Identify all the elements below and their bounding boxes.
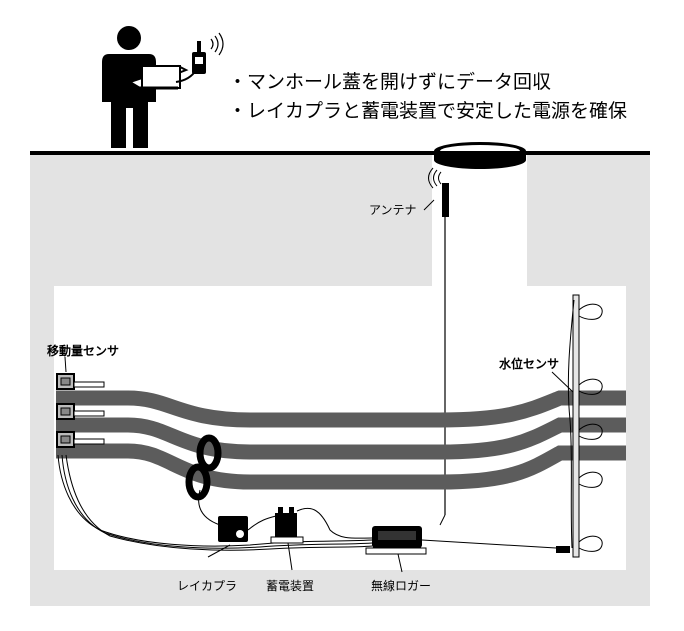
wireless-logger bbox=[365, 526, 427, 555]
manhole-cover bbox=[434, 142, 526, 169]
wiring bbox=[57, 454, 557, 551]
displacement-sensor bbox=[56, 403, 105, 420]
antenna-signal-icon bbox=[428, 167, 442, 189]
displacement-sensors bbox=[56, 373, 105, 448]
cables bbox=[56, 390, 626, 490]
label-displacement-sensor: 移動量センサ bbox=[47, 343, 119, 358]
antenna bbox=[423, 167, 449, 515]
label-rei-coupler: レイカプラ bbox=[177, 579, 237, 593]
handheld-receiver-icon bbox=[175, 41, 206, 83]
rei-coupler-unit bbox=[218, 516, 248, 542]
storage-device bbox=[270, 507, 304, 544]
wireless-signal-icon bbox=[210, 32, 224, 56]
label-wireless-logger: 無線ロガー bbox=[371, 578, 431, 593]
label-water-level-sensor: 水位センサ bbox=[499, 356, 559, 371]
label-storage-device: 蓄電装置 bbox=[266, 579, 314, 593]
cable-middle bbox=[56, 417, 626, 460]
cable-bottom bbox=[56, 443, 626, 490]
label-antenna: アンテナ bbox=[369, 203, 417, 217]
water-level-sensor bbox=[556, 294, 603, 558]
laptop-icon bbox=[127, 64, 189, 90]
underground-area bbox=[30, 151, 650, 606]
displacement-sensor bbox=[56, 431, 105, 448]
bullet-2: ・レイカプラと蓄電装置で安定した電源を確保 bbox=[228, 100, 627, 122]
displacement-sensor bbox=[56, 373, 105, 390]
cable-top bbox=[56, 390, 626, 428]
bullet-1: ・マンホール蓋を開けずにデータ回収 bbox=[228, 71, 551, 93]
rei-coupler-rings bbox=[185, 434, 222, 526]
